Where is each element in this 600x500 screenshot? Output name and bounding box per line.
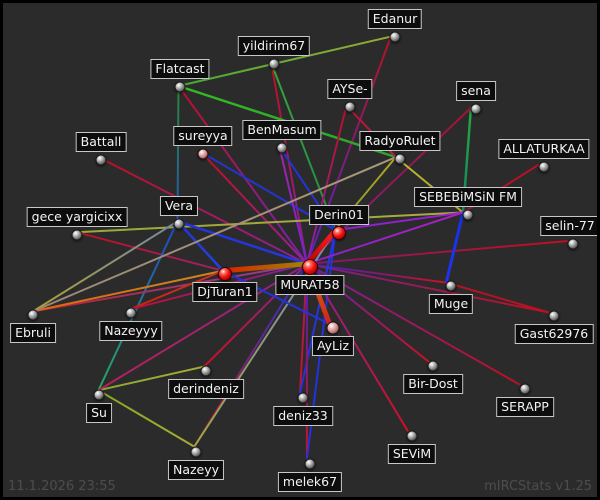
graph-node-gece yargicixx bbox=[71, 229, 83, 241]
graph-node-Su bbox=[93, 389, 105, 401]
node-label-BenMasum: BenMasum bbox=[242, 120, 322, 140]
relation-edge bbox=[305, 240, 568, 265]
graph-node-Flatcast bbox=[174, 81, 186, 93]
relation-edge bbox=[176, 220, 225, 272]
node-label-Flatcast: Flatcast bbox=[150, 59, 210, 79]
node-label-Battall: Battall bbox=[75, 132, 127, 152]
graph-node-sena bbox=[470, 103, 482, 115]
graph-node-SEBEBiMSiN FM bbox=[462, 209, 474, 221]
relation-edge bbox=[305, 211, 465, 265]
node-label-Edanur: Edanur bbox=[367, 9, 423, 29]
node-label-AyLiz: AyLiz bbox=[311, 336, 355, 356]
graph-node-SERAPP bbox=[519, 383, 531, 395]
graph-node-selin-77 bbox=[567, 238, 579, 250]
relation-edge bbox=[75, 211, 465, 234]
node-label-derindeniz: derindeniz bbox=[168, 379, 244, 399]
relation-edge bbox=[97, 365, 206, 392]
relation-edge bbox=[444, 210, 465, 285]
node-label-sureyya: sureyya bbox=[173, 126, 233, 146]
relation-edge bbox=[278, 145, 308, 265]
relation-edge bbox=[129, 269, 224, 311]
node-label-SEViM: SEViM bbox=[387, 444, 437, 464]
graph-node-RadyoRulet bbox=[394, 153, 406, 165]
graph-node-Ebruli bbox=[27, 309, 39, 321]
relation-edge bbox=[97, 389, 196, 448]
node-label-sena: sena bbox=[456, 81, 496, 101]
relation-edge bbox=[220, 261, 310, 274]
graph-node-Battall bbox=[95, 154, 107, 166]
graph-node-derindeniz bbox=[200, 365, 212, 377]
node-label-deniz33: deniz33 bbox=[273, 406, 333, 426]
relation-edge bbox=[304, 227, 339, 267]
relation-edge bbox=[334, 211, 465, 232]
node-label-Nazeyyy: Nazeyyy bbox=[99, 321, 163, 341]
node-label-SEBEBiMSiN FM: SEBEBiMSiN FM bbox=[414, 187, 522, 207]
relation-edge bbox=[99, 157, 308, 265]
relation-edge bbox=[32, 156, 397, 313]
relation-edge bbox=[75, 231, 224, 272]
relation-edge bbox=[32, 269, 224, 313]
graph-node-MURAT58 bbox=[302, 259, 318, 275]
relation-edge bbox=[270, 62, 308, 265]
graph-node-deniz33 bbox=[297, 392, 309, 404]
graph-node-melek67 bbox=[304, 458, 316, 470]
generator-version: mIRCStats v1.25 bbox=[484, 479, 592, 494]
relation-edge bbox=[221, 269, 331, 326]
node-label-Ebruli: Ebruli bbox=[10, 323, 56, 343]
relation-edge bbox=[177, 85, 308, 265]
relation-edge bbox=[200, 151, 308, 265]
relation-edge bbox=[270, 62, 337, 232]
node-label-Derin01: Derin01 bbox=[309, 205, 369, 225]
relation-edge bbox=[305, 262, 549, 314]
node-label-Bir-Dost: Bir-Dost bbox=[403, 374, 463, 394]
node-label-MURAT58: MURAT58 bbox=[275, 275, 345, 295]
generation-timestamp: 11.1.2026 23:55 bbox=[8, 479, 116, 494]
node-label-Nazeyy: Nazeyy bbox=[167, 460, 225, 480]
graph-node-BenMasum bbox=[276, 142, 288, 154]
node-label-SERAPP: SERAPP bbox=[496, 397, 554, 417]
relation-edge bbox=[97, 262, 308, 392]
graph-node-SEViM bbox=[406, 430, 418, 442]
node-label-DjTuran1: DjTuran1 bbox=[192, 282, 258, 302]
graph-node-AYSe- bbox=[344, 101, 356, 113]
graph-node-Gast62976 bbox=[548, 310, 560, 322]
node-label-Muge: Muge bbox=[428, 294, 474, 314]
node-label-gece yargicixx: gece yargicixx bbox=[26, 207, 128, 227]
relation-edge bbox=[32, 262, 308, 313]
relation-edge bbox=[176, 220, 309, 266]
node-label-yildirim67: yildirim67 bbox=[237, 36, 311, 56]
relation-edge bbox=[305, 104, 348, 265]
graph-node-Muge bbox=[445, 280, 457, 292]
node-label-selin-77: selin-77 bbox=[540, 216, 597, 236]
graph-node-AyLiz bbox=[326, 321, 340, 335]
graph-node-yildirim67 bbox=[268, 58, 280, 70]
relation-edge bbox=[32, 220, 179, 313]
node-label-AYSe-: AYSe- bbox=[327, 79, 373, 99]
node-label-Vera: Vera bbox=[159, 196, 199, 216]
graph-node-Nazeyy bbox=[190, 446, 202, 458]
graph-node-sureyya bbox=[197, 148, 209, 160]
graph-node-Derin01 bbox=[332, 226, 346, 240]
node-label-ALLATURKAA: ALLATURKAA bbox=[498, 139, 590, 159]
node-label-Gast62976: Gast62976 bbox=[514, 324, 594, 344]
relation-edge bbox=[445, 281, 549, 314]
graph-node-Nazeyyy bbox=[125, 307, 137, 319]
node-label-Su: Su bbox=[86, 403, 112, 423]
node-label-melek67: melek67 bbox=[277, 472, 343, 492]
graph-node-Bir-Dost bbox=[427, 360, 439, 372]
relation-edge bbox=[305, 35, 392, 265]
graph-node-Vera bbox=[173, 218, 185, 230]
graph-node-Edanur bbox=[389, 31, 401, 43]
graph-node-ALLATURKAA bbox=[538, 161, 550, 173]
graph-node-DjTuran1 bbox=[218, 267, 232, 281]
node-label-RadyoRulet: RadyoRulet bbox=[359, 131, 441, 151]
relation-edge bbox=[177, 35, 392, 87]
